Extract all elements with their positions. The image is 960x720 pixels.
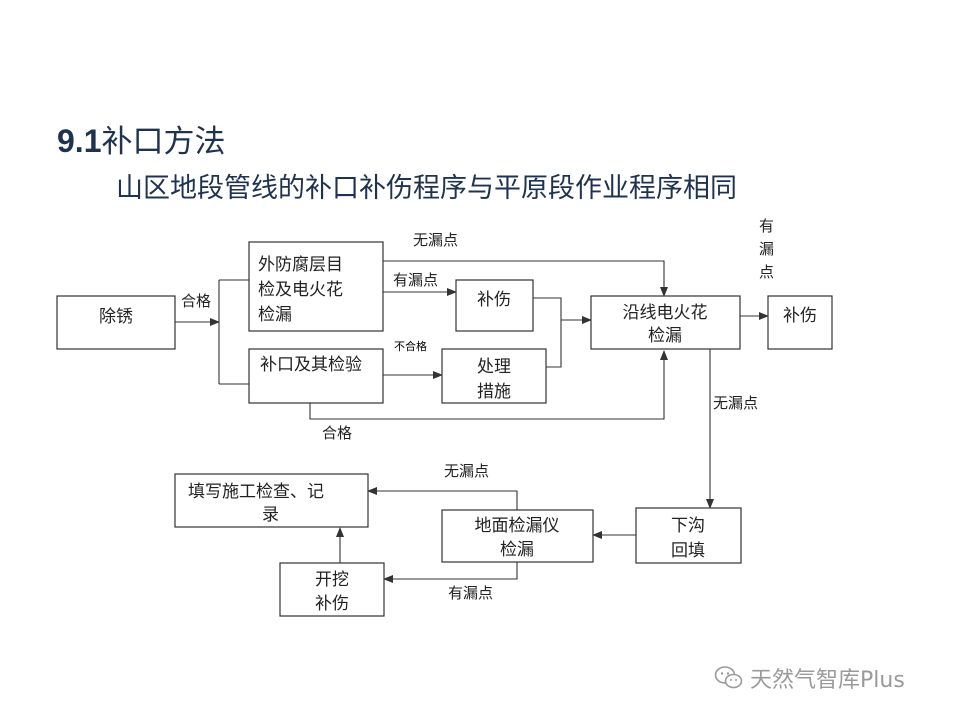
arrow-has-leak-to-excavate xyxy=(383,562,518,583)
box-repair-2-line-0: 补伤 xyxy=(783,306,817,326)
box-repair-2: 补伤 xyxy=(767,295,833,350)
label-pass-1: 合格 xyxy=(181,292,211,310)
label-pass-2: 合格 xyxy=(322,424,352,442)
label-no-leak-right: 无漏点 xyxy=(713,394,758,412)
box-ground-leak-line-1: 检漏 xyxy=(500,540,534,560)
box-outer-check-line-1: 检及电火花 xyxy=(258,280,343,300)
box-trench-line-1: 回填 xyxy=(671,541,705,561)
box-outer-check: 外防腐层目 检及电火花 检漏 xyxy=(248,241,384,332)
box-record-line-1: 录 xyxy=(262,505,279,525)
box-derust: 除锈 xyxy=(56,295,176,350)
label-fail: 不合格 xyxy=(394,339,427,353)
line-treat-to-merge xyxy=(546,320,562,368)
box-outer-check-line-2: 检漏 xyxy=(258,305,292,325)
label-has-leak-right-1: 漏 xyxy=(759,240,774,258)
box-record-line-0: 填写施工检查、记 xyxy=(188,482,324,502)
box-treat: 处理 措施 xyxy=(441,348,547,404)
label-has-leak-right-0: 有 xyxy=(759,217,774,235)
box-joint-check-line-0: 补口及其检验 xyxy=(260,355,362,375)
page-title: 9.1补口方法 xyxy=(57,116,225,161)
box-ground-leak: 地面检漏仪 检漏 xyxy=(441,509,594,563)
label-has-leak-bottom: 有漏点 xyxy=(448,584,493,602)
box-record: 填写施工检查、记 录 xyxy=(174,473,369,528)
title-text: 补口方法 xyxy=(101,124,226,160)
box-repair-1: 补伤 xyxy=(455,279,534,332)
box-spark-line-line-1: 检漏 xyxy=(648,326,682,346)
title-number: 9.1 xyxy=(57,123,102,159)
box-spark-line: 沿线电火花 检漏 xyxy=(590,295,741,350)
box-repair-1-line-0: 补伤 xyxy=(477,290,511,310)
box-derust-line-0: 除锈 xyxy=(99,307,133,327)
subtitle: 山区地段管线的补口补伤程序与平原段作业程序相同 xyxy=(116,173,737,204)
box-ground-leak-line-0: 地面检漏仪 xyxy=(475,516,560,536)
label-no-leak-bottom: 无漏点 xyxy=(444,462,489,480)
box-treat-line-0: 处理 xyxy=(477,357,511,377)
box-spark-line-line-0: 沿线电火花 xyxy=(623,303,708,323)
watermark: 天然气智库Plus xyxy=(714,662,905,694)
arrow-pass-to-spark xyxy=(309,350,668,420)
box-excavate: 开挖 补伤 xyxy=(279,562,385,617)
arrow-no-leak-to-record xyxy=(367,487,518,510)
arrow-repair-to-spark xyxy=(533,297,592,324)
box-joint-check: 补口及其检验 xyxy=(248,348,384,404)
box-excavate-line-1: 补伤 xyxy=(315,594,349,614)
label-has-leak-right-2: 点 xyxy=(759,263,774,281)
wechat-icon xyxy=(714,666,743,689)
box-trench-line-0: 下沟 xyxy=(671,516,705,536)
box-trench: 下沟 回填 xyxy=(635,507,742,564)
box-treat-line-1: 措施 xyxy=(477,382,511,402)
label-no-leak-top: 无漏点 xyxy=(413,231,458,249)
box-excavate-line-0: 开挖 xyxy=(315,570,349,590)
box-outer-check-line-0: 外防腐层目 xyxy=(258,255,343,275)
watermark-text: 天然气智库Plus xyxy=(750,668,905,693)
label-has-leak-mid: 有漏点 xyxy=(393,271,438,289)
